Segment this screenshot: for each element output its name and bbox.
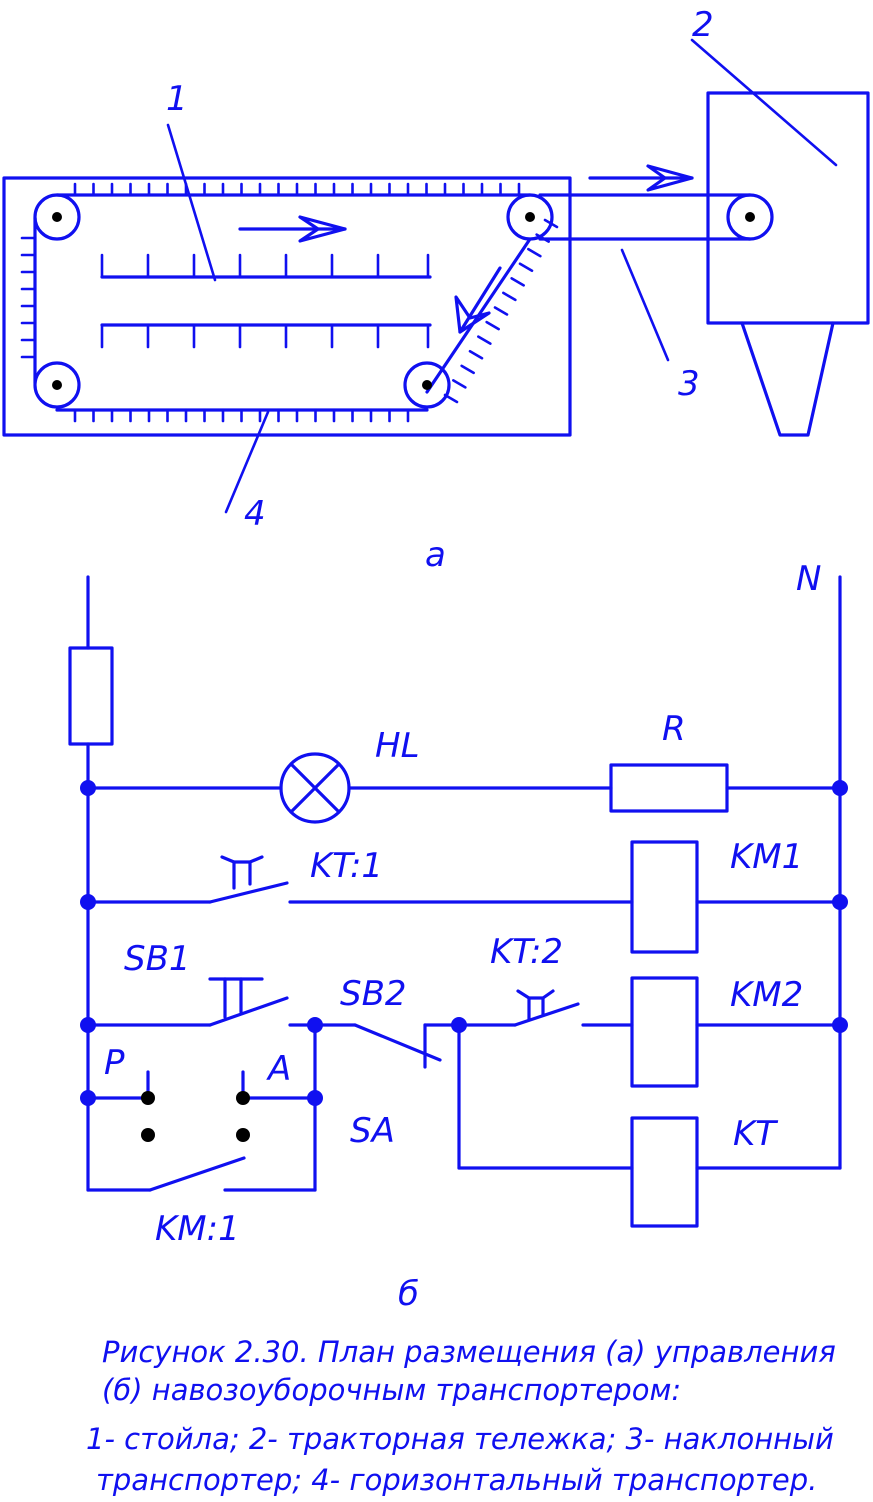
conveyor-scraper-tick xyxy=(468,349,484,360)
conveyor-scraper-tick xyxy=(485,320,500,331)
stop-button-sb2 xyxy=(353,1023,442,1069)
label-km2: KM2 xyxy=(730,975,803,1015)
timer-contact-kt1 xyxy=(208,855,289,904)
pulley-top-left xyxy=(33,193,81,241)
conveyor-scraper-tick xyxy=(460,364,475,375)
direction-arrow-trailer xyxy=(588,164,694,192)
leader-line-4 xyxy=(224,410,270,514)
sa-terminal-a xyxy=(236,1091,250,1105)
sa-terminal-p xyxy=(141,1091,155,1105)
leader-line-3 xyxy=(620,248,670,362)
label-km1: KM1 xyxy=(730,837,803,877)
coil-km2 xyxy=(630,976,699,1088)
conveyor-scraper-tick xyxy=(527,247,542,258)
label-sa: SA xyxy=(350,1111,395,1151)
tractor-trailer xyxy=(706,91,870,325)
coil-km1 xyxy=(630,840,699,954)
sa-terminal-p-off xyxy=(141,1128,155,1142)
plan-label-2: 2 xyxy=(692,5,714,45)
caption-line-1: Рисунок 2.30. План размещения (а) управл… xyxy=(102,1335,836,1369)
barn-outline xyxy=(2,176,572,437)
plan-label-3: 3 xyxy=(678,364,700,404)
km1-holding-contact xyxy=(148,1156,246,1192)
leader-line-2 xyxy=(690,38,838,167)
label-kt1: KT:1 xyxy=(310,846,383,886)
caption-line-4: транспортер; 4- горизонтальный транспорт… xyxy=(96,1463,817,1497)
pulley-top-right xyxy=(506,193,554,241)
stalls xyxy=(100,253,432,349)
conveyor-scraper-tick xyxy=(502,291,517,302)
timer-contact-kt2 xyxy=(513,989,580,1027)
pulley-bottom-right xyxy=(403,361,451,409)
label-hl: HL xyxy=(375,726,420,766)
label-r: R xyxy=(662,709,686,749)
direction-arrow-right xyxy=(238,215,347,243)
label-a: A xyxy=(266,1049,291,1089)
coil-kt xyxy=(630,1116,699,1228)
label-sb1: SB1 xyxy=(124,939,191,979)
pulley-incline-head xyxy=(726,193,774,241)
trailer-hopper xyxy=(740,321,835,437)
label-km1-contact: KM:1 xyxy=(155,1209,240,1249)
conveyor-scraper-tick xyxy=(518,262,534,273)
conveyor-scraper-tick xyxy=(477,335,492,345)
incline-conveyor-ticks xyxy=(443,218,559,404)
conveyor-scraper-tick xyxy=(452,379,467,389)
plan-label-1: 1 xyxy=(166,79,188,119)
junction-dots xyxy=(80,780,848,1106)
direction-arrow-down xyxy=(454,266,502,334)
label-kt2: KT:2 xyxy=(490,932,563,972)
start-button-sb1 xyxy=(208,977,289,1027)
sa-terminal-a-off xyxy=(236,1128,250,1142)
figure-caption: Рисунок 2.30. План размещения (а) управл… xyxy=(86,1335,836,1497)
conveyor-scraper-tick xyxy=(493,306,509,316)
conveyor-left-ticks xyxy=(20,236,37,359)
plan-sub-label: а xyxy=(425,535,446,575)
circuit-sub-label: б xyxy=(398,1274,419,1314)
caption-line-3: 1- стойла; 2- тракторная тележка; 3- нак… xyxy=(86,1422,834,1456)
label-kt: KT xyxy=(733,1114,778,1154)
control-circuit: N HL R KT:1 KM1 xyxy=(68,559,848,1314)
neutral-label: N xyxy=(796,559,821,599)
resistor-r xyxy=(609,763,729,813)
pulley-bottom-left xyxy=(33,361,81,409)
label-p: P xyxy=(104,1043,125,1083)
plan-diagram: 1 2 3 4 а xyxy=(2,5,870,575)
conveyor-bottom-ticks xyxy=(73,408,410,423)
plan-label-4: 4 xyxy=(244,494,266,534)
leader-line-1 xyxy=(166,123,217,282)
conveyor-top-ticks xyxy=(73,182,521,197)
inclined-conveyor-belt xyxy=(538,193,752,241)
caption-line-2: (б) навозоуборочным транспортером: xyxy=(102,1373,681,1407)
fuse xyxy=(68,646,114,746)
conveyor-scraper-tick xyxy=(510,277,525,287)
label-sb2: SB2 xyxy=(340,974,407,1014)
signal-lamp-hl xyxy=(279,752,351,824)
